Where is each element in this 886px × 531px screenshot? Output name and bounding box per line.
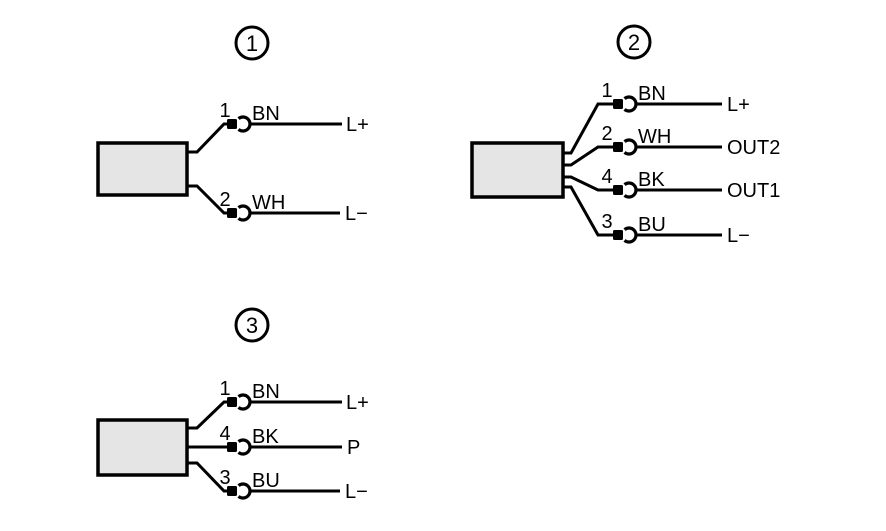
sensor-box — [470, 141, 565, 199]
diagram-number-badge — [616, 24, 652, 60]
wire-lead — [187, 400, 229, 430]
diagram-number: 3 — [246, 313, 258, 338]
terminal-label: P — [347, 437, 360, 459]
wire-row: 2 WH OUT2 — [563, 123, 780, 167]
wire-row: 2 WH L− — [187, 184, 368, 225]
wire-color-label: BK — [638, 169, 665, 191]
wire-lead — [563, 185, 615, 237]
terminal-label: L+ — [727, 94, 750, 116]
terminal-label: L+ — [346, 392, 369, 414]
pin-number: 1 — [219, 378, 230, 400]
pin-number: 2 — [219, 189, 230, 211]
wire-color-label: BU — [252, 470, 280, 492]
diagram-number-badge — [234, 307, 270, 343]
wire-row: 4 BK OUT1 — [563, 166, 780, 202]
wire-lead — [563, 145, 615, 167]
wire-color-label: WH — [638, 126, 671, 148]
connector-icon — [611, 95, 638, 113]
wire-lead — [563, 102, 615, 155]
wire-lead — [187, 461, 229, 493]
terminal-label: OUT1 — [727, 180, 780, 202]
diagram-3: 3 1 BN L+ 4 BK P 3 BU L− — [96, 307, 369, 503]
wire-lead — [187, 184, 229, 215]
terminal-label: OUT2 — [727, 137, 780, 159]
wire-lead — [563, 175, 615, 192]
wire-color-label: WH — [252, 192, 285, 214]
wire-color-label: BN — [252, 103, 280, 125]
wire-color-label: BK — [252, 426, 279, 448]
diagram-number: 2 — [628, 30, 640, 55]
connector-icon — [611, 181, 638, 199]
wire-row: 4 BK P — [187, 423, 360, 459]
terminal-label: L− — [727, 225, 750, 247]
connector-icon — [611, 226, 638, 244]
wire-row: 3 BU L− — [187, 461, 368, 503]
wire-row: 1 BN L+ — [563, 80, 750, 155]
wire-color-label: BU — [638, 214, 666, 236]
wire-row: 1 BN L+ — [187, 378, 369, 430]
pin-number: 1 — [219, 100, 230, 122]
wire-color-label: BN — [638, 83, 666, 105]
diagram-2: 2 1 BN L+ 2 WH OUT2 4 BK OUT1 — [470, 24, 780, 247]
sensor-box — [96, 141, 189, 197]
diagram-1: 1 1 BN L+ 2 WH L− — [96, 25, 369, 225]
pin-number: 1 — [601, 80, 612, 102]
sensor-box — [96, 418, 189, 477]
connector-icon — [611, 138, 638, 156]
wire-row: 3 BU L− — [563, 185, 750, 247]
pin-number: 3 — [601, 211, 612, 233]
wire-row: 1 BN L+ — [187, 100, 369, 154]
terminal-label: L− — [345, 203, 368, 225]
diagram-number-badge — [234, 25, 270, 61]
terminal-label: L− — [345, 481, 368, 503]
wire-color-label: BN — [252, 381, 280, 403]
pin-number: 4 — [219, 423, 230, 445]
diagram-number: 1 — [246, 31, 258, 56]
pin-number: 4 — [601, 166, 612, 188]
terminal-label: L+ — [346, 114, 369, 136]
wire-lead — [187, 122, 229, 154]
pin-number: 3 — [219, 467, 230, 489]
pin-number: 2 — [601, 123, 612, 145]
